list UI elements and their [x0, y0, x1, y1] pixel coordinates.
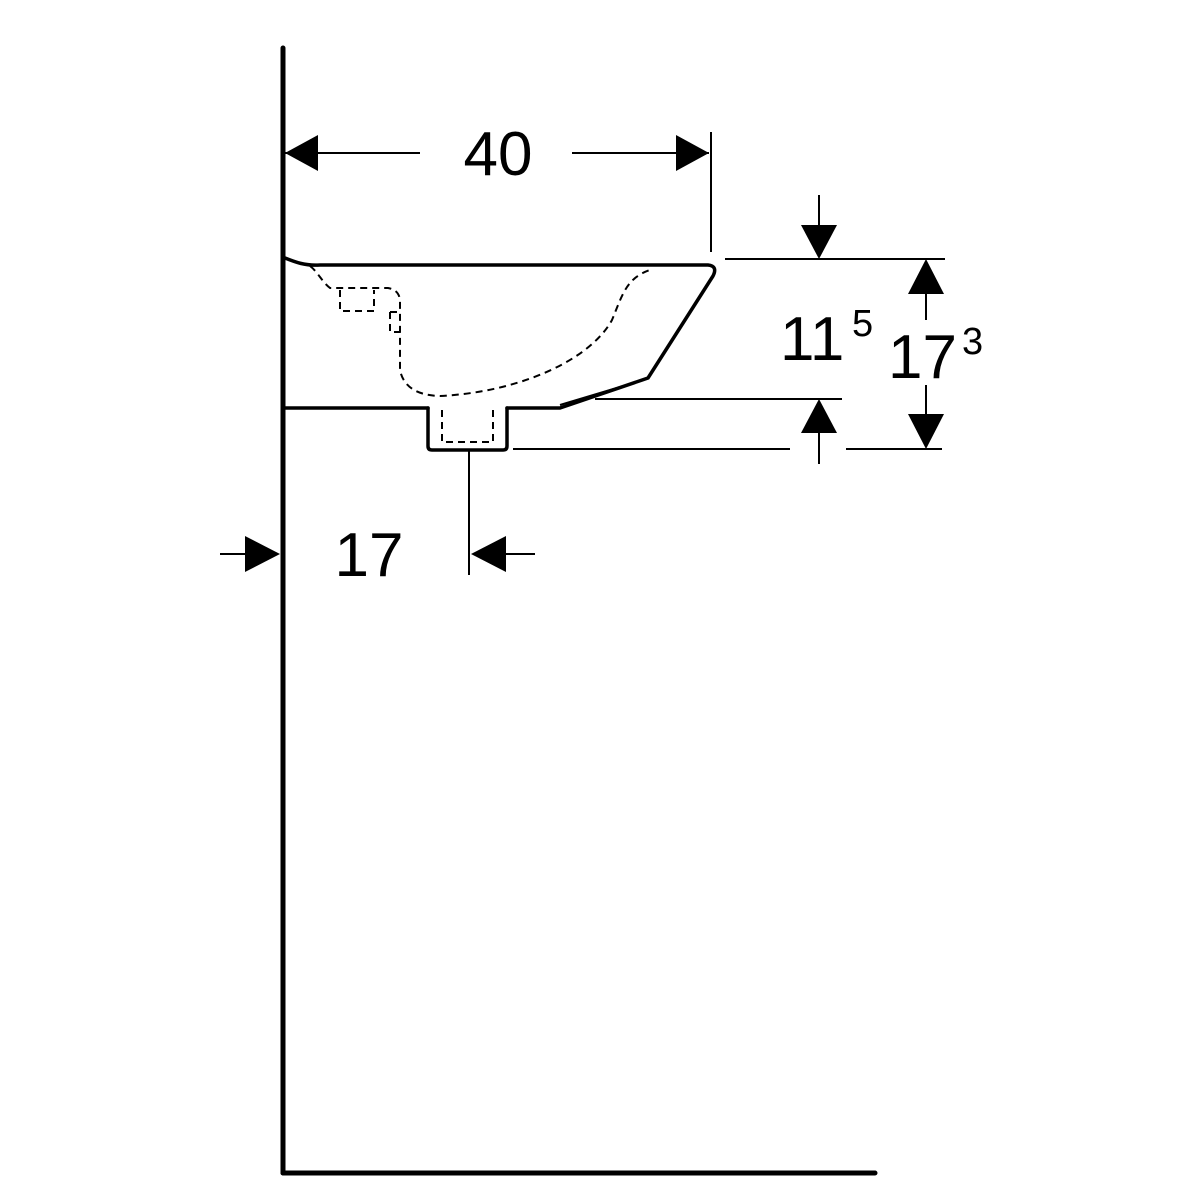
- overflow-channel: [389, 311, 400, 333]
- drain-hidden-left: [441, 410, 492, 443]
- drain-arrow-right: [471, 536, 506, 572]
- total-arrow-bottom: [908, 414, 944, 449]
- width-label: 40: [464, 120, 533, 189]
- wall-and-floor: [280, 45, 878, 1176]
- drain-arrow-left: [245, 536, 280, 572]
- drain-outlet: [426, 406, 509, 452]
- total-height-superscript: 3: [962, 321, 983, 363]
- total-arrow-top: [908, 259, 944, 294]
- dimension-rim-height: 11 5: [595, 195, 945, 464]
- basin-outline: [283, 256, 717, 410]
- dimension-drain-offset: 17: [220, 450, 535, 590]
- dimension-width: 40: [285, 120, 712, 252]
- width-arrow-left: [285, 135, 318, 171]
- dimension-total-height: 17 3: [513, 259, 983, 450]
- drain-offset-label: 17: [335, 521, 404, 590]
- basin: [283, 256, 717, 452]
- overflow-box: [339, 290, 375, 312]
- width-arrow-right: [676, 135, 709, 171]
- rim-arrow-top: [801, 225, 837, 259]
- rim-height-label: 11: [780, 305, 844, 374]
- total-height-label: 17: [888, 323, 957, 392]
- inner-bowl-contour: [309, 265, 651, 398]
- rim-height-superscript: 5: [852, 303, 873, 345]
- rim-arrow-bottom: [801, 399, 837, 433]
- basin-rim-flange: [559, 380, 641, 406]
